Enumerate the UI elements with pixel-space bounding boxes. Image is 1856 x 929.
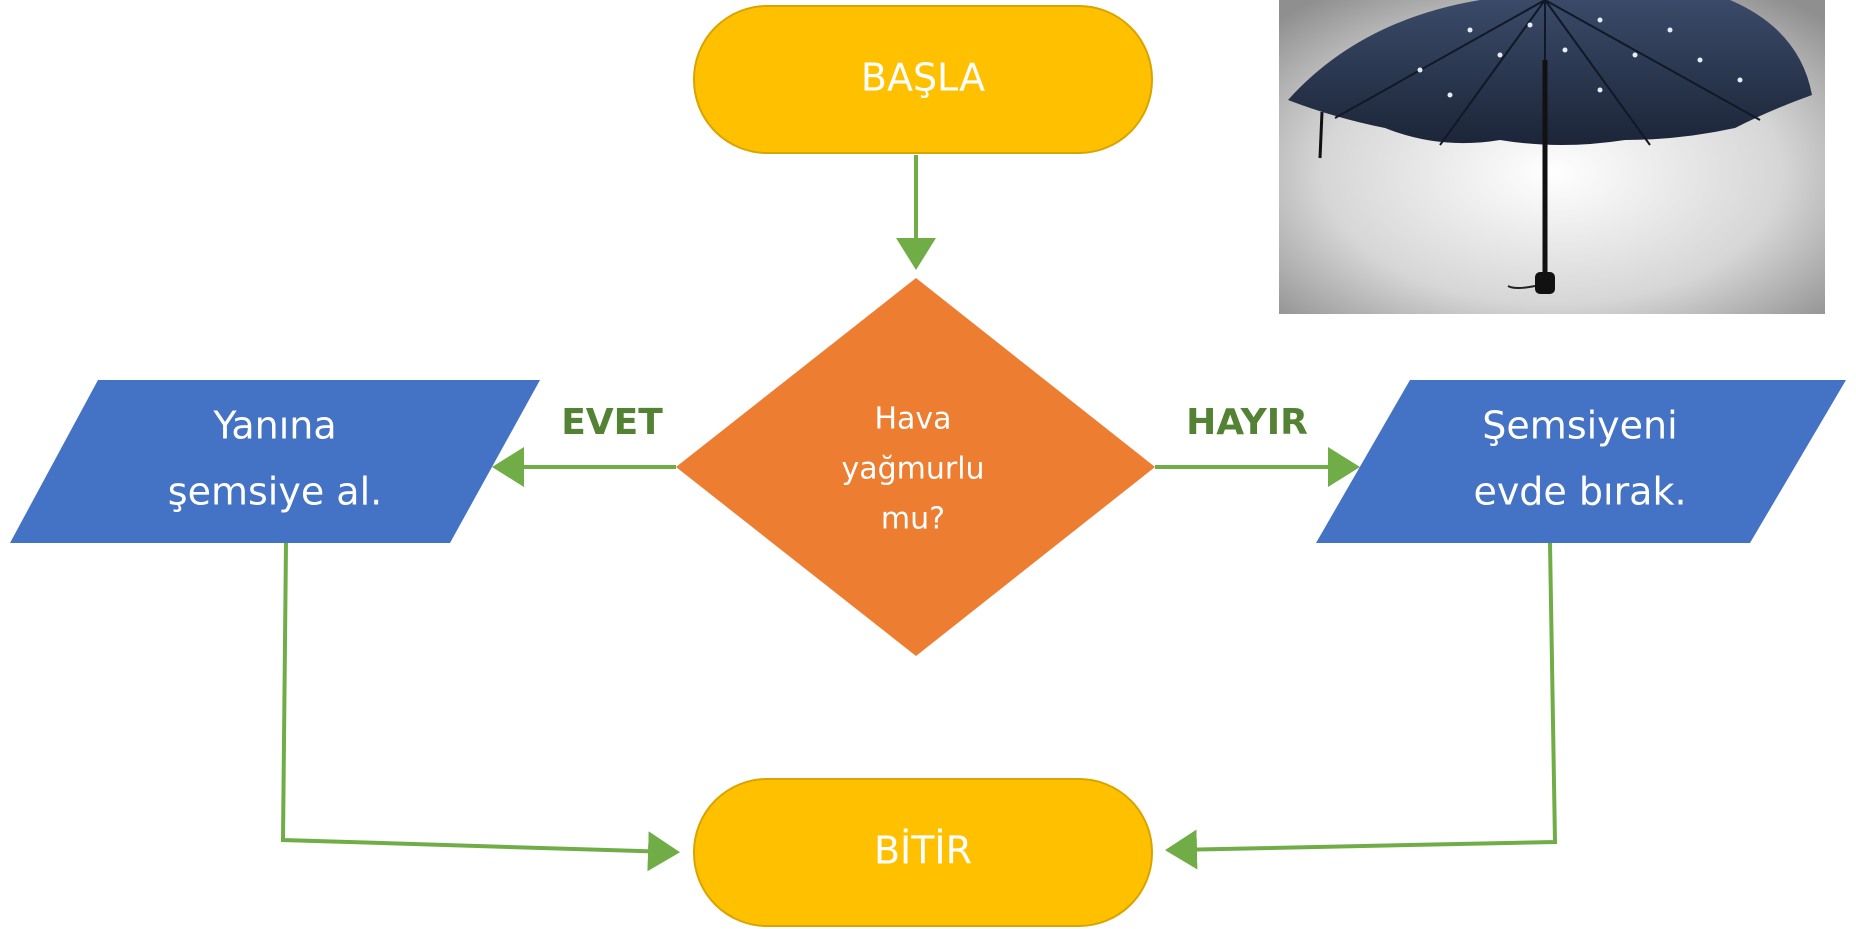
start-shape: [693, 5, 1153, 154]
yes-edge-label: EVET: [561, 402, 663, 443]
arrows: [280, 155, 1558, 872]
decision-line-2: yağmurlu: [841, 452, 984, 487]
yes-action-line-2: şemsiye al.: [168, 470, 382, 514]
no-action-line-1: Şemsiyeni: [1482, 404, 1677, 448]
no-action-shape: [1316, 380, 1846, 543]
end-node: BİTİR: [693, 778, 1153, 927]
decision-shape: [676, 278, 1155, 656]
arrow-yes-to-end: [280, 542, 680, 872]
decision-line-1: Hava: [874, 402, 951, 437]
decision-line-3: mu?: [881, 502, 945, 537]
yes-action-node: Yanına şemsiye al.: [10, 380, 540, 543]
end-label: BİTİR: [874, 829, 972, 873]
no-edge-label: HAYIR: [1186, 402, 1308, 443]
no-action-node: Şemsiyeni evde bırak.: [1316, 380, 1846, 543]
umbrella-icon: [1288, 0, 1812, 294]
arrow-no-to-end: [1165, 542, 1558, 870]
start-node: BAŞLA: [693, 5, 1153, 154]
yes-action-shape: [10, 380, 540, 543]
no-action-line-2: evde bırak.: [1473, 470, 1686, 514]
yes-action-line-1: Yanına: [212, 404, 336, 448]
start-label: BAŞLA: [861, 56, 985, 100]
end-shape: [693, 778, 1153, 927]
decision-node: Hava yağmurlu mu?: [676, 278, 1155, 656]
umbrella-photo: [1279, 0, 1825, 314]
